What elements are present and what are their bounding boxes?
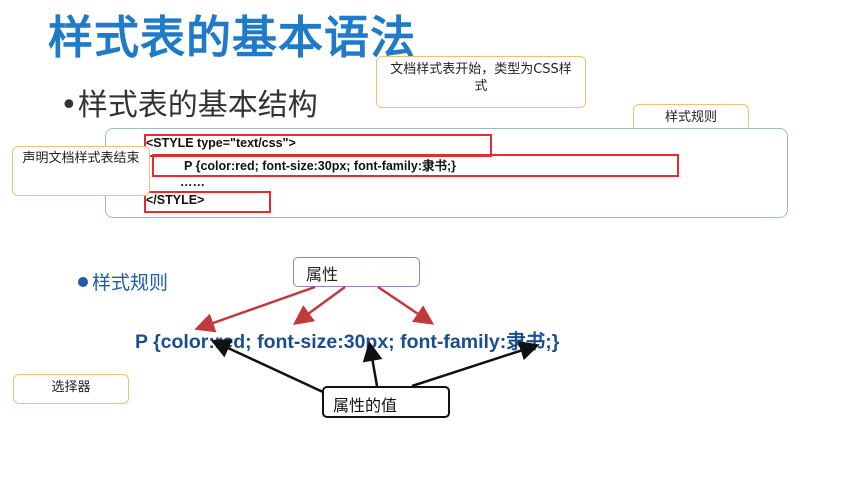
property-arrow-font-family [377,285,435,325]
property-label-box: 属性 [293,257,420,287]
code-line-style-open: <STYLE type="text/css"> [146,136,296,150]
slide-title: 样式表的基本语法 [48,11,417,64]
highlight-style-open [144,134,492,157]
value-arrow-font-size [362,341,383,387]
property-value-label: 属性的值 [333,396,398,415]
value-arrow-font-family [411,341,540,388]
property-arrow-color [194,285,316,333]
code-line-rule: P {color:red; font-size:30px; font-famil… [184,159,457,173]
callout-selector: 选择器 [13,374,129,404]
style-rule-example: P {color:red; font-size:30px; font-famil… [135,331,560,353]
callout-stylesheet-start: 文档样式表开始，类型为CSS样式 [376,56,586,108]
value-arrow-color [210,339,324,394]
bullet-icon [78,276,88,287]
property-label: 属性 [306,265,339,284]
callout-stylesheet-end-text: 声明文档样式表结束 [22,151,140,166]
property-arrow-font-size [292,285,346,325]
callout-stylesheet-end: 声明文档样式表结束 [12,146,150,196]
callout-style-rule-text: 样式规则 [664,110,717,125]
callout-stylesheet-start-text: 文档样式表开始，类型为CSS样式 [390,62,572,94]
property-value-label-box: 属性的值 [322,386,450,418]
highlight-style-close [144,191,271,213]
highlight-style-rule [152,154,679,177]
style-rule-heading-text: 样式规则 [92,272,169,294]
code-line-ellipsis: …… [180,175,205,189]
slide-subtitle: •样式表的基本结构 [60,88,318,123]
callout-selector-text: 选择器 [51,380,91,395]
style-rule-heading: 样式规则 [78,268,168,295]
code-line-style-close: </STYLE> [146,193,205,207]
code-panel: <STYLE type="text/css"> P {color:red; fo… [105,128,788,218]
